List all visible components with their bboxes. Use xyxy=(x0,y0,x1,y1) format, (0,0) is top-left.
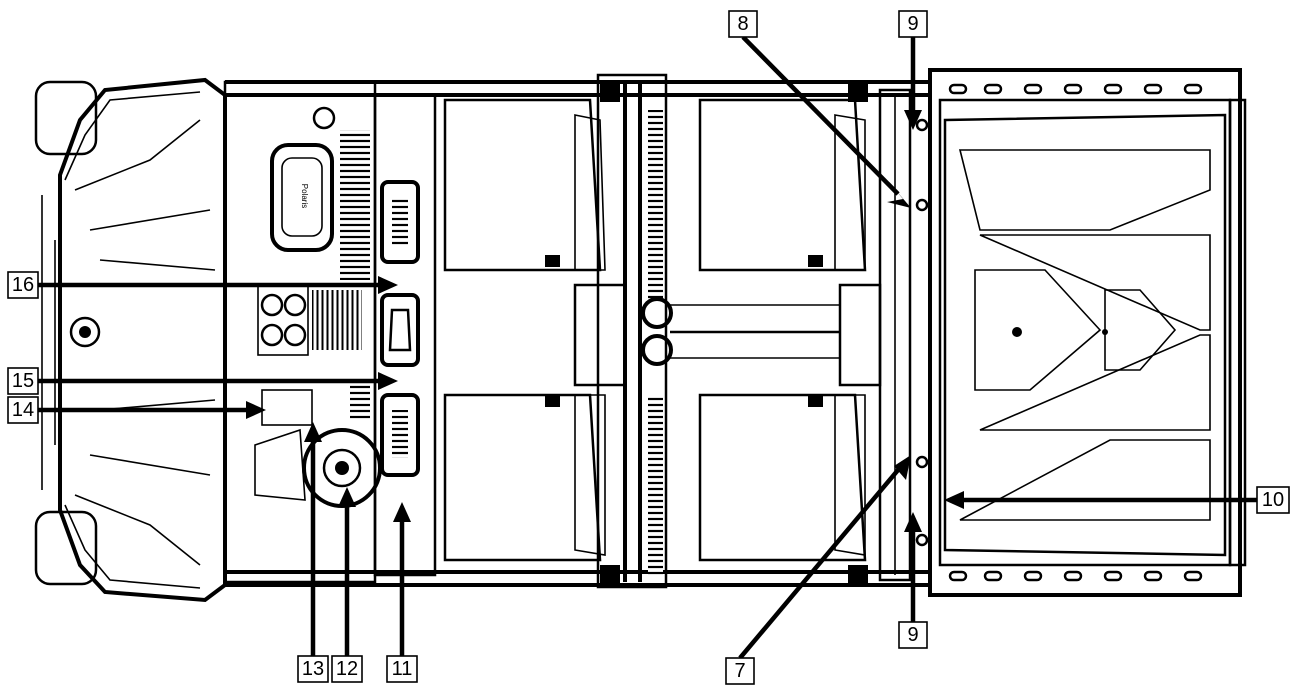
rear-left-seat xyxy=(698,98,867,272)
vent-lower xyxy=(380,393,420,477)
callout-9-bottom: 9 xyxy=(898,621,928,649)
callout-16: 16 xyxy=(7,271,39,299)
callout-14: 14 xyxy=(7,396,39,424)
callout-label: 9 xyxy=(907,624,918,646)
front-emblem xyxy=(69,316,101,348)
cargo-box xyxy=(928,68,1242,597)
callout-8: 8 xyxy=(728,10,758,38)
cargo-bed-panel xyxy=(943,113,1227,557)
svg-text:Polaris: Polaris xyxy=(300,184,309,208)
center-console-box xyxy=(261,389,313,426)
rear-right-seat xyxy=(698,393,867,562)
callout-label: 9 xyxy=(907,13,918,35)
leader-lines xyxy=(38,35,1257,660)
front-left-seat xyxy=(443,98,602,272)
front-left-wheel xyxy=(34,80,98,156)
tie-down-points xyxy=(915,83,1203,582)
callout-9-top: 9 xyxy=(898,10,928,38)
callout-label: 12 xyxy=(336,658,358,680)
callout-label: 7 xyxy=(734,660,745,682)
front-right-seat xyxy=(443,393,602,562)
callout-label: 13 xyxy=(302,658,324,680)
callout-12: 12 xyxy=(331,655,363,683)
callout-label: 8 xyxy=(737,13,748,35)
cup-holder-lower xyxy=(641,334,673,366)
cup-holder-upper xyxy=(641,297,673,329)
vent-middle xyxy=(380,293,420,367)
rear-bulkhead xyxy=(878,88,912,582)
glovebox xyxy=(270,143,334,252)
dash-knob xyxy=(312,106,336,130)
callout-label: 11 xyxy=(392,658,413,680)
front-right-wheel xyxy=(34,510,98,586)
callout-7: 7 xyxy=(725,657,755,685)
vehicle-outline: Polaris xyxy=(34,68,1247,603)
callout-10: 10 xyxy=(1256,486,1290,514)
vent-upper xyxy=(380,180,420,264)
callout-15: 15 xyxy=(7,367,39,395)
callout-label: 10 xyxy=(1262,489,1284,511)
callout-label: 14 xyxy=(12,399,34,421)
callout-13: 13 xyxy=(297,655,329,683)
callout-label: 15 xyxy=(12,370,34,392)
callout-label: 16 xyxy=(12,274,34,296)
callout-11: 11 xyxy=(386,655,418,683)
